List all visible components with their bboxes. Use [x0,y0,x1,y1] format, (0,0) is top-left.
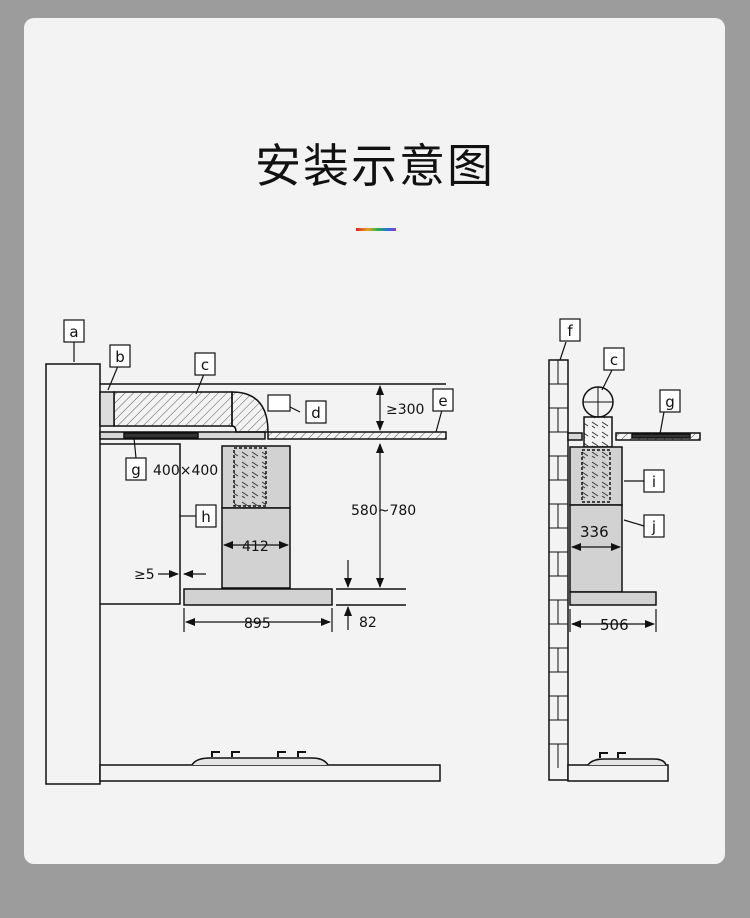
ceiling-board-right [267,431,447,440]
dim-hood-width: 895 [244,616,271,632]
dim-ceiling-gap: ≥300 [386,402,424,418]
dim-hood-height: 580~780 [351,503,416,519]
ceiling-light-symbol [267,394,291,412]
callout-c-r-box [603,347,625,371]
worktop-r [567,764,669,782]
callout-g-r-box [659,389,681,413]
callout-c-r: c [610,351,618,369]
dim-vent-size: 400×400 [153,463,218,479]
hood-canopy-r [569,591,657,606]
dim-wall-clearance: ≥5 [134,567,155,583]
dim-chimney-width-r: 336 [580,523,609,541]
inner-flex-hose [233,447,267,507]
left-dimensions [73,342,443,632]
callout-h-box [195,504,217,528]
callout-e-box [432,388,454,412]
left-callout-labels: a b c d e g h [69,323,447,526]
dim-chimney-width: 412 [242,539,269,555]
wall-cabinet [100,443,181,605]
left-callouts [63,319,454,528]
callout-h: h [201,508,211,526]
duct-pipe [113,391,233,427]
callout-i-box [643,469,665,493]
right-callout-labels: f c g i j [567,322,674,536]
left-view [45,363,447,785]
worktop [99,764,441,782]
callout-g: g [131,461,141,479]
callout-b: b [115,348,125,366]
callout-e: e [438,392,447,410]
page-title: 安装示意图 [255,139,495,193]
right-view [548,359,701,782]
callout-a-box [63,319,85,343]
callout-f: f [567,322,573,340]
right-callouts [559,318,681,538]
callout-j: j [651,518,656,536]
right-dimension-labels: 336 506 [580,523,629,634]
vent-grille-r [631,433,691,439]
dim-hood-depth: 82 [359,615,377,631]
callout-d-box [305,400,327,424]
accent-rule [356,228,396,231]
lower-chimney-r [569,504,623,593]
callout-j-box [643,514,665,538]
callout-f-box [559,318,581,342]
callout-a: a [69,323,78,341]
dim-hood-depth-r: 506 [600,616,629,634]
callout-g-r: g [665,393,675,411]
callout-c-box [194,352,216,376]
gas-hob [191,757,329,766]
flex-duct-r [583,416,613,448]
wall-column [45,363,101,785]
callout-b-box [109,344,131,368]
callout-i: i [652,473,656,491]
callout-g-box [125,457,147,481]
duct-elbow [231,391,269,433]
callout-d: d [311,404,321,422]
callout-c: c [201,356,209,374]
left-dimension-labels: ≥300 400×400 580~780 412 ≥5 895 82 [134,402,424,632]
hood-canopy [183,588,333,606]
vent-grille [123,432,199,439]
ceiling-board-left-r [567,432,583,441]
duct-flange [99,391,115,427]
right-dimensions [559,341,665,632]
gas-hob-r [587,758,667,766]
